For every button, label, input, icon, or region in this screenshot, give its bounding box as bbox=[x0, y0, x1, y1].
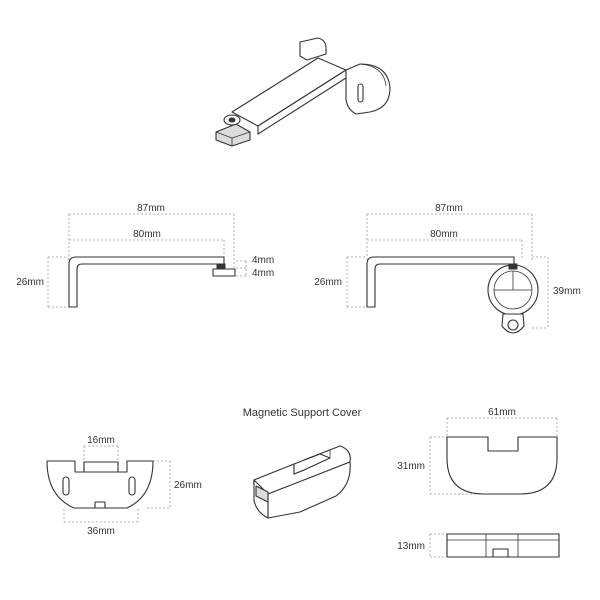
dim-label-overall-length: 87mm bbox=[137, 203, 165, 214]
dim-label-bottom-thickness: 4mm bbox=[252, 268, 274, 279]
front-slot-right bbox=[128, 476, 136, 496]
isometric-bracket bbox=[215, 37, 391, 147]
magnetic-cover-views: 61mm 31mm 13mm bbox=[397, 407, 560, 558]
cover-iso-slot-edge bbox=[303, 449, 331, 461]
dim-label-front-height: 26mm bbox=[174, 480, 202, 491]
front-view: 16mm 26mm 36mm bbox=[46, 435, 202, 537]
magnetic-cover-iso: Magnetic Support Cover bbox=[243, 407, 362, 519]
dim-label-mount-height: 39mm bbox=[553, 286, 581, 297]
iso-arm-top bbox=[231, 57, 347, 127]
dim-label-arm-length: 80mm bbox=[133, 229, 161, 240]
dim-label-base-width: 36mm bbox=[87, 526, 115, 537]
dim-label-arm-length-right: 80mm bbox=[430, 229, 458, 240]
side-mount-nut bbox=[216, 263, 226, 270]
dim-label-cover-thickness: 13mm bbox=[397, 541, 425, 552]
iso-mount-block bbox=[215, 123, 251, 147]
cover-iso-magnet bbox=[255, 485, 269, 503]
cover-iso-front-face bbox=[267, 461, 351, 519]
front-slot bbox=[83, 461, 119, 473]
side-view-plain: 87mm 80mm 4mm 4mm 26mm bbox=[16, 203, 274, 308]
iso-mount-block-edges bbox=[215, 131, 251, 146]
cover-top-view bbox=[446, 436, 558, 495]
front-bottom-notch bbox=[94, 501, 106, 509]
dim-label-top-thickness: 4mm bbox=[252, 255, 274, 266]
round-mount-nut bbox=[508, 263, 518, 270]
magnetic-cover-title: Magnetic Support Cover bbox=[243, 407, 362, 419]
iso-wall-plate-slot bbox=[357, 83, 364, 103]
dim-label-cover-width: 61mm bbox=[488, 407, 516, 418]
iso-wall-plate-back bbox=[299, 37, 327, 61]
iso-wall-plate-edge bbox=[359, 63, 387, 87]
dim-label-height-right: 26mm bbox=[314, 277, 342, 288]
iso-wall-plate-front bbox=[345, 63, 391, 115]
side-mount-base bbox=[212, 268, 236, 277]
dim-label-slot-width: 16mm bbox=[87, 435, 115, 446]
side-view-with-mount: 87mm 80mm 26mm 39mm bbox=[314, 203, 581, 334]
iso-screw-socket bbox=[228, 117, 236, 123]
round-mount-tab-hole bbox=[507, 319, 519, 331]
side-l-profile bbox=[68, 256, 225, 308]
cover-side-notch bbox=[492, 548, 509, 558]
dim-label-height: 26mm bbox=[16, 277, 44, 288]
dim-label-overall-length-right: 87mm bbox=[435, 203, 463, 214]
front-slot-left bbox=[62, 476, 70, 496]
dim-label-cover-height: 31mm bbox=[397, 461, 425, 472]
